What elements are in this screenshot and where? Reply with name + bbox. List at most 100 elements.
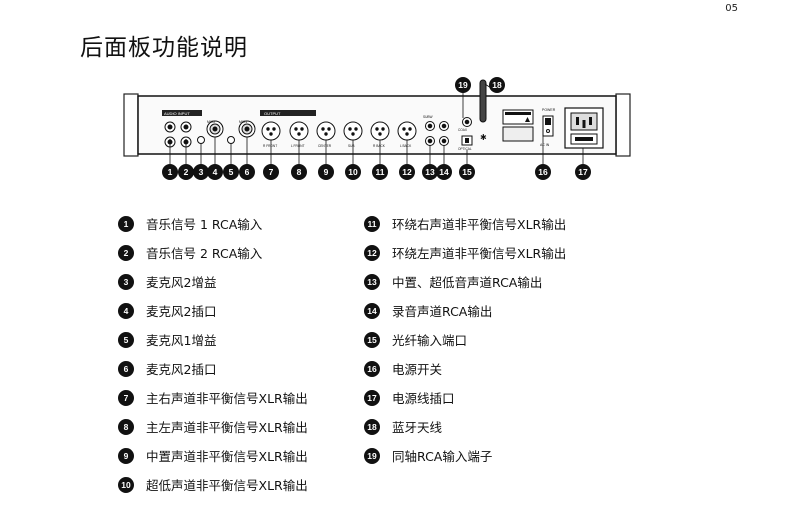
callout-7: 7 [263, 164, 279, 180]
label-power: POWER [542, 108, 556, 112]
legend-label: 中置声道非平衡信号XLR输出 [146, 449, 308, 464]
callout-18: 18 [489, 77, 505, 93]
legend-label: 电源开关 [392, 362, 443, 377]
callout-8: 8 [291, 164, 307, 180]
callout-11: 11 [372, 164, 388, 180]
legend-label: 麦克风1增益 [146, 333, 217, 348]
coax-input [462, 117, 472, 127]
callout-13: 13 [422, 164, 438, 180]
legend-item: 15 光纤输入端口 [364, 325, 566, 354]
legend-item: 8 主左声道非平衡信号XLR输出 [118, 412, 308, 441]
callout-19: 19 [455, 77, 471, 93]
label-center: CENTER [318, 144, 332, 148]
page-title: 后面板功能说明 [80, 35, 248, 61]
legend-label: 中置、超低音声道RCA输出 [392, 275, 543, 290]
legend-label: 麦克风2增益 [146, 275, 217, 290]
legend-label: 光纤输入端口 [392, 333, 468, 348]
callout-2: 2 [178, 164, 194, 180]
legend-number-badge: 15 [364, 331, 380, 348]
callout-10: 10 [345, 164, 361, 180]
callout-17: 17 [575, 164, 591, 180]
bluetooth-icon: ✱ [480, 133, 487, 142]
legend-number-badge: 8 [118, 418, 134, 435]
legend-right: 11 环绕右声道非平衡信号XLR输出 12 环绕左声道非平衡信号XLR输出 13 中置、超… [364, 209, 566, 470]
legend-label: 同轴RCA输入端子 [392, 449, 493, 464]
label-l-front: L FRONT [291, 144, 305, 148]
legend-item: 6 麦克风2插口 [118, 354, 308, 383]
callout-4: 4 [207, 164, 223, 180]
legend-number-badge: 19 [364, 447, 380, 464]
legend-label: 环绕左声道非平衡信号XLR输出 [392, 246, 567, 261]
legend-number-badge: 14 [364, 302, 380, 319]
legend-item: 11 环绕右声道非平衡信号XLR输出 [364, 209, 566, 238]
legend-label: 电源线插口 [392, 391, 455, 406]
callout-1: 1 [162, 164, 178, 180]
callout-9: 9 [318, 164, 334, 180]
legend-item: 4 麦克风2插口 [118, 296, 308, 325]
legend-number-badge: 18 [364, 418, 380, 435]
mic-jacks [206, 120, 256, 144]
legend-label: 主右声道非平衡信号XLR输出 [146, 391, 308, 406]
legend-number-badge: 9 [118, 447, 134, 464]
legend-item: 14 录音声道RCA输出 [364, 296, 566, 325]
label-mic1: MIC1 [239, 120, 247, 124]
legend-item: 13 中置、超低音声道RCA输出 [364, 267, 566, 296]
legend-item: 18 蓝牙天线 [364, 412, 566, 441]
legend-item: 2 音乐信号 2 RCA输入 [118, 238, 308, 267]
bluetooth-antenna-icon [479, 79, 487, 123]
legend-number-badge: 6 [118, 360, 134, 377]
legend-number-badge: 12 [364, 244, 380, 261]
rear-panel-diagram: AUDIO INPUT MIC2 MIC1 OUTPUT R FRONT L F… [123, 79, 631, 157]
legend-label: 超低声道非平衡信号XLR输出 [146, 478, 308, 493]
callout-3: 3 [193, 164, 209, 180]
legend-label: 麦克风2插口 [146, 362, 217, 377]
label-sub: SUB [348, 144, 355, 148]
callout-15: 15 [459, 164, 475, 180]
legend-number-badge: 13 [364, 273, 380, 290]
legend-number-badge: 11 [364, 215, 380, 232]
warning-icon [525, 117, 530, 122]
callout-6: 6 [239, 164, 255, 180]
legend-item: 3 麦克风2增益 [118, 267, 308, 296]
legend-item: 1 音乐信号 1 RCA输入 [118, 209, 308, 238]
legend-label: 主左声道非平衡信号XLR输出 [146, 420, 308, 435]
label-plate [502, 126, 534, 142]
label-r-front: R FRONT [263, 144, 277, 148]
label-l-back: L BACK [400, 144, 412, 148]
legend-number-badge: 10 [118, 476, 134, 493]
rca-outputs [425, 121, 449, 146]
section-label-audio-input: AUDIO INPUT [164, 111, 190, 116]
callout-5: 5 [223, 164, 239, 180]
section-label-output: OUTPUT [264, 111, 281, 116]
legend-item: 10 超低声道非平衡信号XLR输出 [118, 470, 308, 499]
power-switch [542, 115, 554, 137]
legend-number-badge: 7 [118, 389, 134, 406]
legend-label: 音乐信号 1 RCA输入 [146, 217, 263, 232]
legend-item: 17 电源线插口 [364, 383, 566, 412]
legend-label: 环绕右声道非平衡信号XLR输出 [392, 217, 567, 232]
label-coax: COAX [458, 128, 468, 132]
legend-item: 19 同轴RCA输入端子 [364, 441, 566, 470]
callout-16: 16 [535, 164, 551, 180]
legend-label: 录音声道RCA输出 [392, 304, 493, 319]
legend-label: 麦克风2插口 [146, 304, 217, 319]
label-subw: SUBW [423, 115, 433, 119]
label-ac-in: AC IN [540, 143, 550, 147]
legend-item: 9 中置声道非平衡信号XLR输出 [118, 441, 308, 470]
legend-number-badge: 4 [118, 302, 134, 319]
label-r-back: R BACK [373, 144, 386, 148]
legend-label: 音乐信号 2 RCA输入 [146, 246, 263, 261]
legend-label: 蓝牙天线 [392, 420, 443, 435]
label-mic2: MIC2 [207, 120, 215, 124]
legend-item: 12 环绕左声道非平衡信号XLR输出 [364, 238, 566, 267]
label-optical: OPTICAL [458, 147, 472, 151]
callout-12: 12 [399, 164, 415, 180]
legend-number-badge: 17 [364, 389, 380, 406]
legend-number-badge: 3 [118, 273, 134, 290]
legend-number-badge: 2 [118, 244, 134, 261]
legend-number-badge: 1 [118, 215, 134, 232]
legend-left: 1 音乐信号 1 RCA输入 2 音乐信号 2 RCA输入 3 麦克风2增益 4 麦克风2插口… [118, 209, 308, 499]
